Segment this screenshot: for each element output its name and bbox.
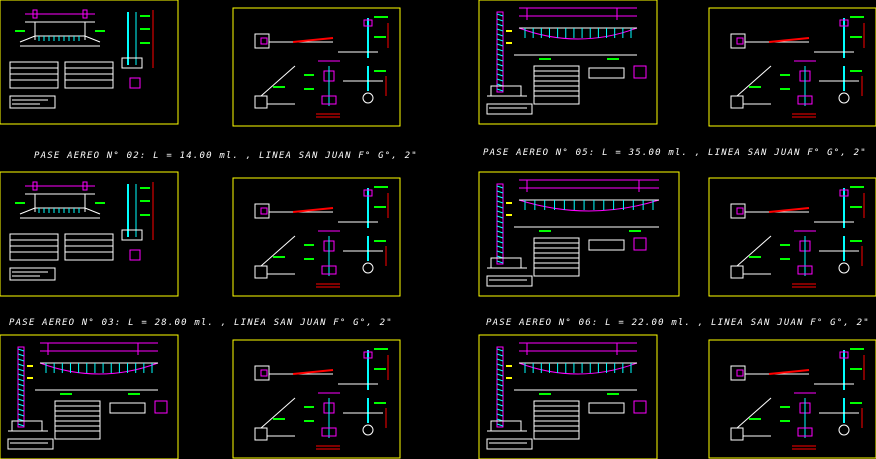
sheet-long-d — [478, 171, 680, 297]
sheet-detail-f — [708, 339, 876, 459]
caption-pase-aereo-02: PASE AEREO N° 02: L = 14.00 ml. , LINEA … — [34, 151, 418, 161]
sheet-detail-b — [708, 7, 876, 127]
sheet-detail-d — [708, 177, 876, 297]
caption-pase-aereo-06: PASE AEREO N° 06: L = 22.00 ml. , LINEA … — [486, 318, 870, 328]
sheet-long-b — [478, 0, 658, 125]
sheet-detail-c — [232, 177, 401, 297]
sheet-detail-e — [232, 339, 401, 459]
sheet-detail-a — [232, 7, 401, 127]
caption-pase-aereo-05: PASE AEREO N° 05: L = 35.00 ml. , LINEA … — [483, 148, 867, 158]
sheet-long-e — [0, 334, 179, 459]
sheet-long-f — [478, 334, 658, 459]
caption-pase-aereo-03: PASE AEREO N° 03: L = 28.00 ml. , LINEA … — [9, 318, 393, 328]
sheet-short-a — [0, 0, 179, 125]
sheet-short-c — [0, 171, 179, 297]
